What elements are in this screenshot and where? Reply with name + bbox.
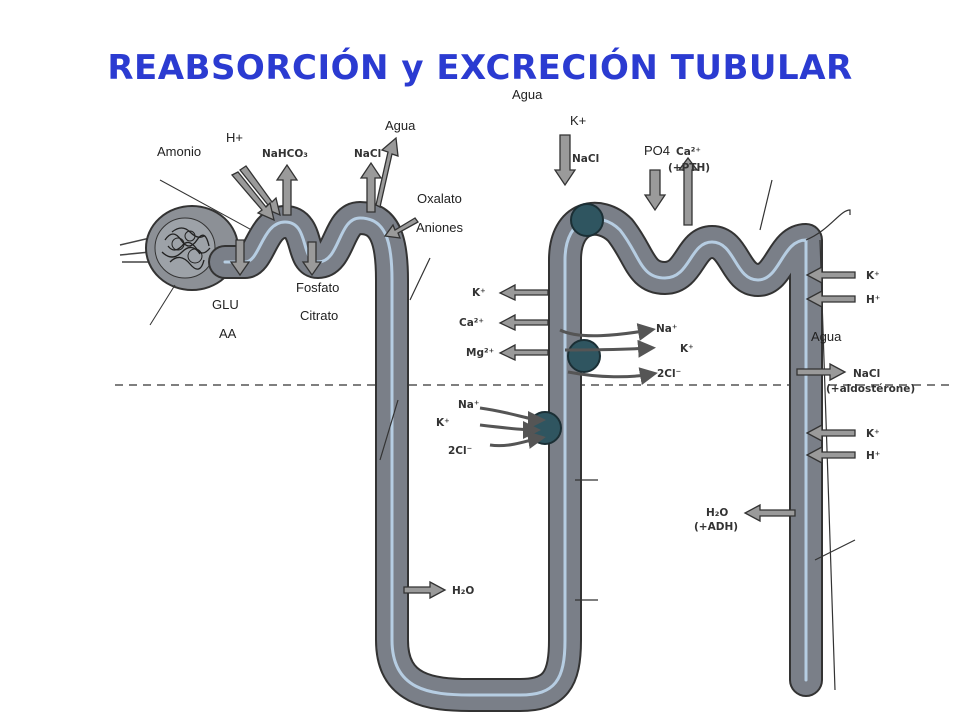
lbl-cd-h2o: H₂O <box>706 507 728 519</box>
arrow-fosfato-in <box>301 241 323 277</box>
lbl-cd-adh: (+ADH) <box>694 521 738 533</box>
arrow-cd-h2 <box>805 445 856 465</box>
arrow-loop-ca <box>498 313 549 332</box>
arrow-nahco3-out <box>275 163 299 216</box>
lbl-loop-ca: Ca²⁺ <box>459 317 484 329</box>
page-title: REABSORCIÓN y EXCRECIÓN TUBULAR <box>107 48 853 88</box>
label-k-plus: K+ <box>570 113 587 128</box>
arrow-loop-k <box>498 283 549 302</box>
label-agua-proximal: Agua <box>385 118 416 133</box>
pump-distal <box>570 203 604 237</box>
pump-loop-upper <box>567 339 601 373</box>
arrow-po4 <box>643 169 667 212</box>
lbl-loop-2cl1: 2Cl⁻ <box>657 368 681 380</box>
lbl-loop-k1: K⁺ <box>680 343 694 355</box>
arrow-k-distal <box>553 134 577 187</box>
arrow-cd-h2o <box>743 503 796 523</box>
lbl-loop-k: K⁺ <box>472 287 486 299</box>
lbl-loop-mg: Mg²⁺ <box>466 347 494 359</box>
arrow-cd-k2 <box>805 423 856 443</box>
lbl-loop-na2: Na⁺ <box>458 399 479 411</box>
label-oxalato: Oxalato <box>417 191 462 206</box>
lbl-pth: (+PTH) <box>668 162 710 174</box>
lbl-nahco3: NaHCO₃ <box>262 148 308 160</box>
arrow-amonio-in <box>230 171 275 222</box>
label-po4: PO4 <box>644 143 671 158</box>
lbl-loop-2cl2: 2Cl⁻ <box>448 445 472 457</box>
diagram-text: NaHCO₃ NaCl NaCl Ca²⁺ (+PTH) K⁺ Ca²⁺ Mg²… <box>262 146 915 597</box>
label-amonio: Amonio <box>157 144 202 159</box>
glomerulus <box>119 179 271 326</box>
arrow-cd-nacl <box>796 362 847 382</box>
arrow-cd-k1 <box>805 265 856 285</box>
lbl-nacl-distal: NaCl <box>572 153 599 165</box>
lbl-loop-k2: K⁺ <box>436 417 450 429</box>
label-agua-collecting: Agua <box>811 329 842 344</box>
arrow-glu-in <box>229 239 251 277</box>
label-aa: AA <box>219 326 237 341</box>
lbl-ca-pth: Ca²⁺ <box>676 146 701 158</box>
lbl-h2o-loop: H₂O <box>452 585 474 597</box>
label-glu: GLU <box>212 297 239 312</box>
arrow-ca-pth <box>677 156 699 226</box>
arrow-agua-proximal <box>375 136 399 208</box>
lbl-cd-h1: H⁺ <box>866 294 880 306</box>
lbl-cd-h2: H⁺ <box>866 450 880 462</box>
lbl-cd-nacl: NaCl <box>853 368 880 380</box>
transport-arrows <box>229 134 856 600</box>
label-agua-top: Agua <box>512 87 543 102</box>
label-citrato: Citrato <box>300 308 339 323</box>
cotransport-arrows <box>479 323 658 449</box>
lbl-cd-k1: K⁺ <box>866 270 880 282</box>
arrow-cd-h1 <box>805 289 856 309</box>
lbl-cd-k2: K⁺ <box>866 428 880 440</box>
lbl-loop-na1: Na⁺ <box>656 323 677 335</box>
lbl-cd-aldosterone: (+aldostérone) <box>826 383 915 395</box>
label-aniones: Aniones <box>416 220 463 235</box>
arrow-oxalato-in <box>383 217 419 239</box>
arrow-nacl-out <box>359 161 383 213</box>
lbl-nacl-proximal: NaCl <box>354 148 381 160</box>
label-fosfato: Fosfato <box>296 280 340 295</box>
arrow-h2o-loop <box>403 580 447 600</box>
arrow-loop-mg <box>498 343 549 362</box>
label-h-plus: H+ <box>226 130 243 145</box>
